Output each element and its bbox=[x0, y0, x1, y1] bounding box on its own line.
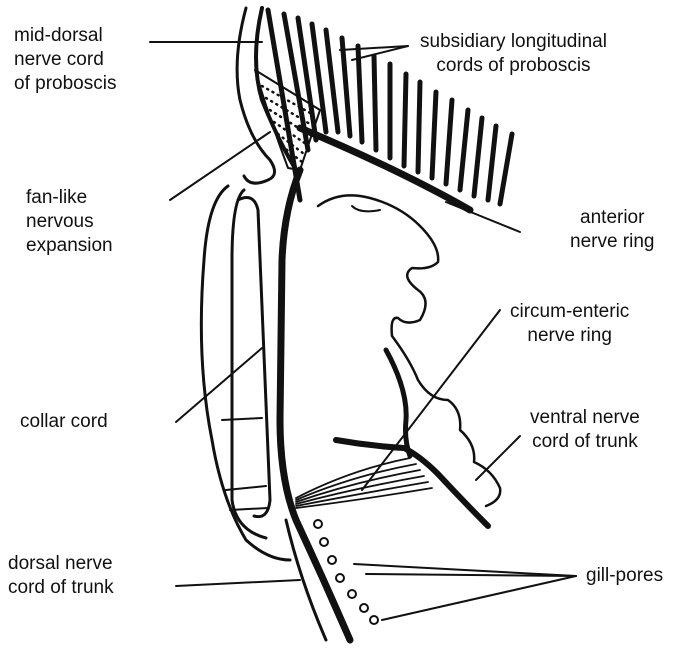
label-line: dorsal nerve bbox=[8, 552, 114, 576]
collar-outline bbox=[201, 186, 290, 560]
label-line: cord of trunk bbox=[530, 430, 640, 454]
circum-enteric-ring bbox=[386, 350, 410, 456]
label-fan-like-nervous-expansion: fan-like nervous expansion bbox=[26, 186, 113, 258]
label-dorsal-nerve-cord-of-trunk: dorsal nerve cord of trunk bbox=[8, 552, 114, 600]
label-line: mid-dorsal bbox=[14, 24, 116, 48]
gut-outline bbox=[318, 195, 500, 506]
anterior-nerve-ring bbox=[300, 128, 470, 210]
label-line: nerve ring bbox=[510, 324, 629, 348]
label-line: fan-like bbox=[26, 186, 113, 210]
nerve-fibres bbox=[296, 458, 432, 508]
label-line: gill-pores bbox=[586, 564, 663, 588]
label-line: cords of proboscis bbox=[420, 54, 607, 78]
label-subsidiary-longitudinal-cords: subsidiary longitudinal cords of probosc… bbox=[420, 30, 607, 78]
label-ventral-nerve-cord-of-trunk: ventral nerve cord of trunk bbox=[530, 406, 640, 454]
label-line: nerve ring bbox=[570, 230, 655, 254]
label-line: anterior bbox=[570, 206, 655, 230]
label-line: collar cord bbox=[20, 410, 108, 434]
label-line: nervous bbox=[26, 210, 113, 234]
label-gill-pores: gill-pores bbox=[586, 564, 663, 588]
label-line: circum-enteric bbox=[510, 300, 629, 324]
label-anterior-nerve-ring: anterior nerve ring bbox=[570, 206, 655, 254]
label-line: subsidiary longitudinal bbox=[420, 30, 607, 54]
label-line: ventral nerve bbox=[530, 406, 640, 430]
collar-cord bbox=[280, 170, 350, 640]
label-circum-enteric-nerve-ring: circum-enteric nerve ring bbox=[510, 300, 629, 348]
label-line: cord of trunk bbox=[8, 576, 114, 600]
label-line: nerve cord bbox=[14, 48, 116, 72]
label-collar-cord: collar cord bbox=[20, 410, 108, 434]
label-line: expansion bbox=[26, 234, 113, 258]
label-mid-dorsal-nerve-cord: mid-dorsal nerve cord of proboscis bbox=[14, 24, 116, 96]
label-line: of proboscis bbox=[14, 72, 116, 96]
